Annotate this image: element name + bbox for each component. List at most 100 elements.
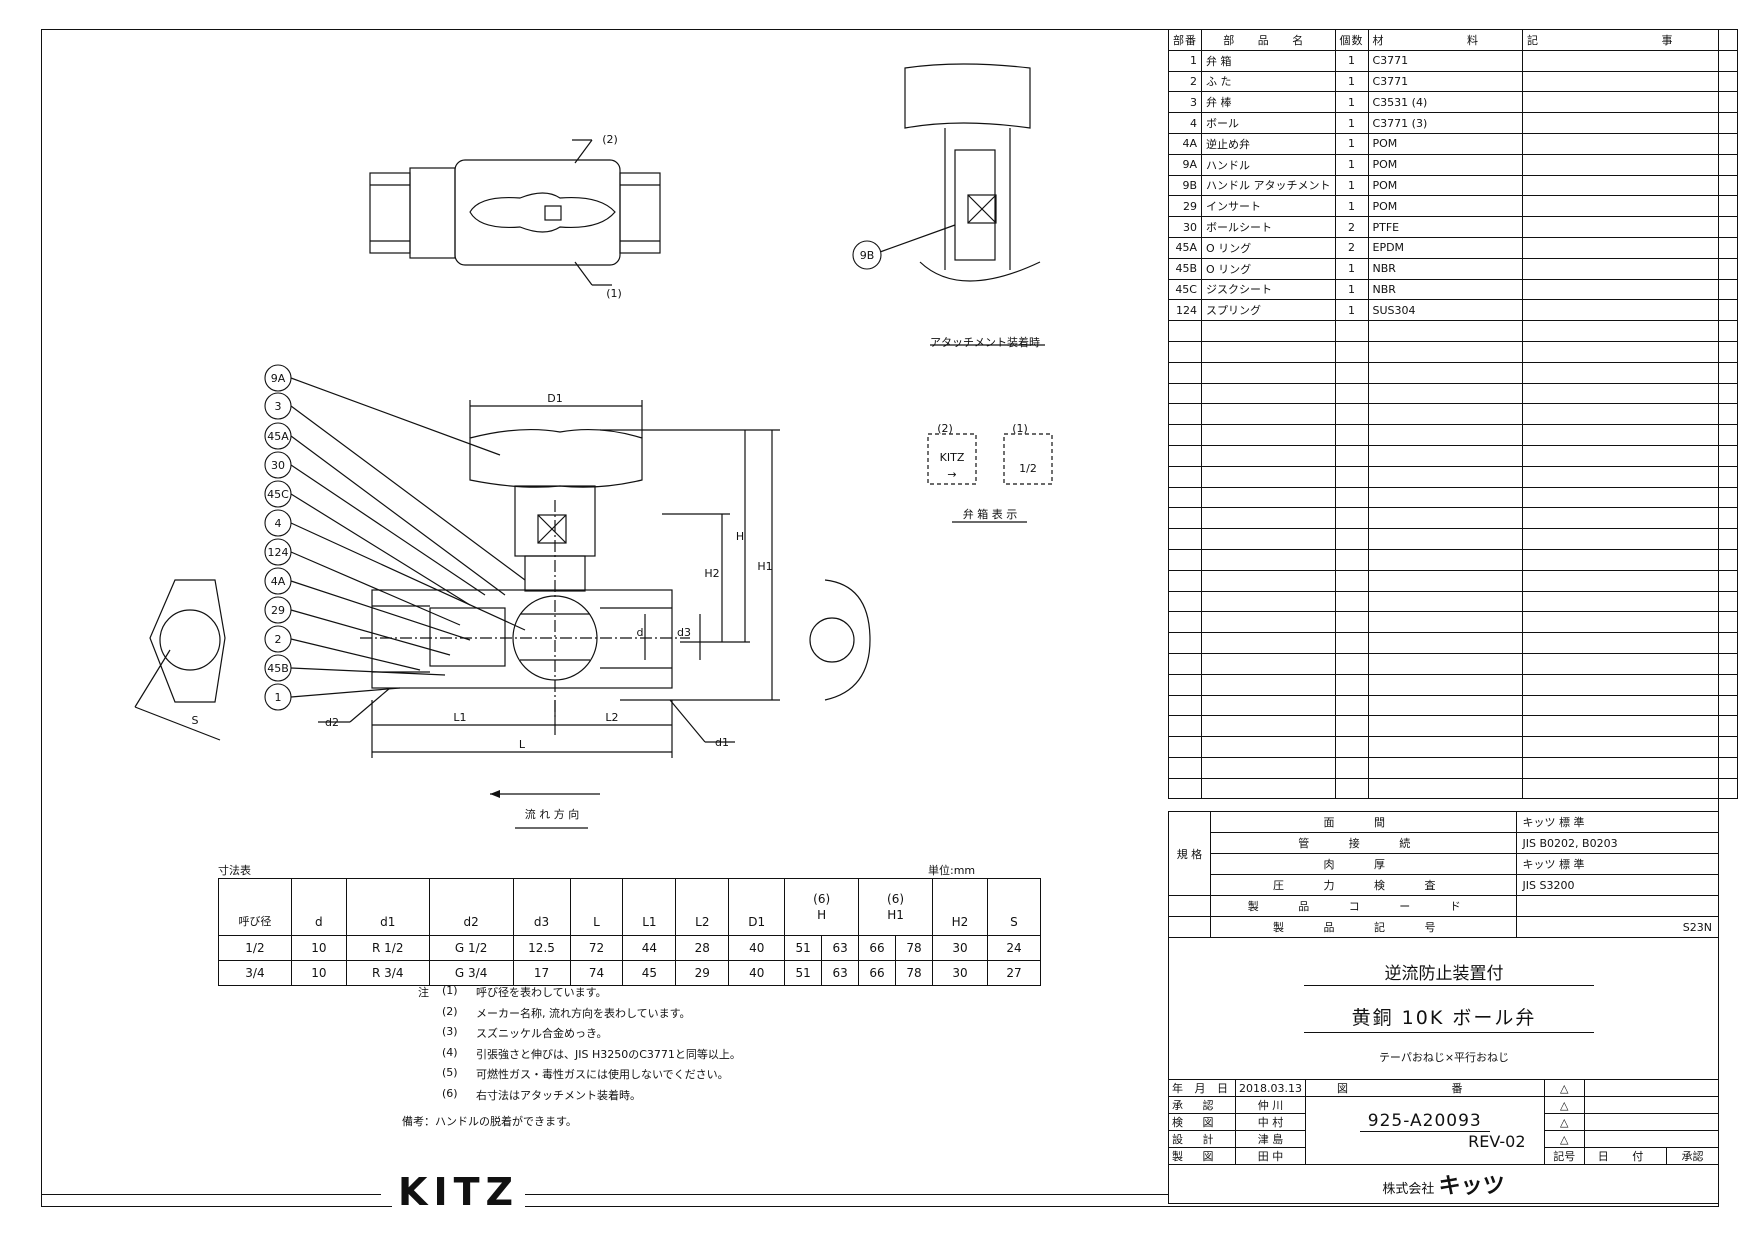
header-material: 材 料 [1367,29,1523,51]
dims-header: L1 [622,878,677,936]
parts-cell-material: C3771 [1367,49,1523,72]
spec-table: 規 格 面 間 キッツ 標 準 管 接 続 JIS B0202, B0203 肉… [1168,811,1720,938]
parts-cell-qty: 2 [1334,236,1369,259]
note-number: (1) [442,984,458,997]
valve-drawing: 9A 3 45A 30 45C 4 124 4A 29 2 45B 1 9B (… [134,63,1053,829]
parts-row-empty [1168,777,1738,800]
parts-cell-qty: 1 [1334,49,1369,72]
dims-header: d3 [512,878,571,936]
dim-H2: H2 [704,567,719,580]
parts-cell-no: 4A [1168,132,1202,155]
parts-cell-material: C3771 (3) [1367,112,1523,134]
parts-row-empty [1168,673,1738,696]
parts-cell-name: スプリング [1201,299,1336,322]
rev-header: 日 付 [1583,1147,1668,1165]
dims-cell: 10 [290,960,347,986]
dims-header: H2 [932,878,988,936]
parts-row-empty [1168,590,1738,613]
dims-cell: 45 [622,960,677,986]
callout-29: 29 [271,604,285,617]
spec-value: JIS B0202, B0203 [1515,832,1720,854]
notes-remark: 備考：ハンドルの脱着ができます。 [402,1115,577,1128]
parts-cell-qty: 1 [1334,299,1369,322]
header-part-no: 部番 [1168,29,1202,51]
parts-cell-no: 124 [1168,299,1202,322]
callout-4: 4 [275,517,282,530]
dim-L1: L1 [453,711,466,724]
spec-value: キッツ 標 準 [1515,811,1720,833]
dims-header: S [986,878,1042,936]
parts-cell-no: 30 [1168,216,1202,238]
drawing-number: 925-A20093 [1359,1111,1490,1132]
spec-label: 管 接 続 [1209,832,1517,854]
parts-cell-material: EPDM [1367,236,1523,259]
spec-label: 製 品 記 号 [1209,916,1517,938]
record-role: 設 計 [1168,1130,1236,1148]
dims-cell: 66 [858,935,897,961]
parts-cell-name: ジスクシート [1201,278,1336,301]
dims-cell: 78 [895,960,933,986]
parts-cell-qty: 1 [1334,195,1369,218]
dims-unit: 単位:mm [928,864,976,877]
record-role: 検 図 [1168,1113,1236,1131]
attach-caption: アタッチメント装着時 [930,335,1040,349]
record-date: 2018.03.13 [1235,1079,1306,1097]
dim-H: H [736,530,744,543]
note-text: メーカー名称, 流れ方向を表わしています。 [476,1006,691,1020]
header-qty: 個数 [1334,29,1369,51]
parts-row-empty [1168,528,1738,550]
parts-row-empty [1168,486,1738,509]
parts-cell-material: C3531 (4) [1367,91,1523,114]
parts-cell-name: 逆止め弁 [1201,132,1336,155]
company-name: 株式会社 [1382,1182,1435,1197]
parts-cell-no: 45A [1168,236,1202,259]
parts-cell-material: POM [1367,174,1523,197]
parts-cell-material: SUS304 [1367,299,1523,322]
dims-cell: 51 [784,935,823,961]
parts-cell-material: PTFE [1367,216,1523,238]
dims-cell: 29 [675,960,730,986]
parts-row-empty [1168,424,1738,446]
spec-value: S23N [1515,916,1720,938]
section-view [360,428,690,720]
parts-row-empty [1168,465,1738,488]
dims-cell: G 1/2 [428,935,514,961]
dim-S: S [192,714,199,727]
parts-cell-no: 45B [1168,257,1202,280]
parts-row-empty [1168,548,1738,571]
parts-cell-qty: 1 [1334,91,1369,114]
parts-cell-note [1522,112,1738,134]
dims-cell: 30 [932,935,988,961]
spec-value: JIS S3200 [1515,874,1720,896]
parts-row-empty [1168,632,1738,654]
callout-2: 2 [275,633,282,646]
title-line-2: 黄銅 10K ボール弁 [1351,1007,1537,1029]
dim-D1: D1 [547,392,562,405]
spec-label: 圧 力 検 査 [1209,874,1517,896]
parts-cell-name: ハンドル アタッチメント [1201,174,1336,197]
parts-cell-note [1522,236,1738,259]
top-view [369,139,661,286]
marking-box-size: 1/2 [1019,462,1037,475]
parts-cell-qty: 1 [1334,132,1369,155]
parts-cell-no: 4 [1168,112,1202,134]
dim-L2: L2 [605,711,618,724]
note-text: スズニッケル合金めっき。 [476,1027,608,1040]
dims-header: d1 [345,878,430,936]
parts-row-empty [1168,756,1738,779]
parts-cell-note [1522,49,1738,72]
dims-cell: 27 [986,960,1042,986]
parts-cell-note [1522,70,1738,93]
dim-d2: d2 [325,716,339,729]
dims-caption: 寸法表 [218,864,251,877]
parts-cell-qty: 1 [1334,174,1369,197]
parts-row-empty [1168,611,1738,634]
